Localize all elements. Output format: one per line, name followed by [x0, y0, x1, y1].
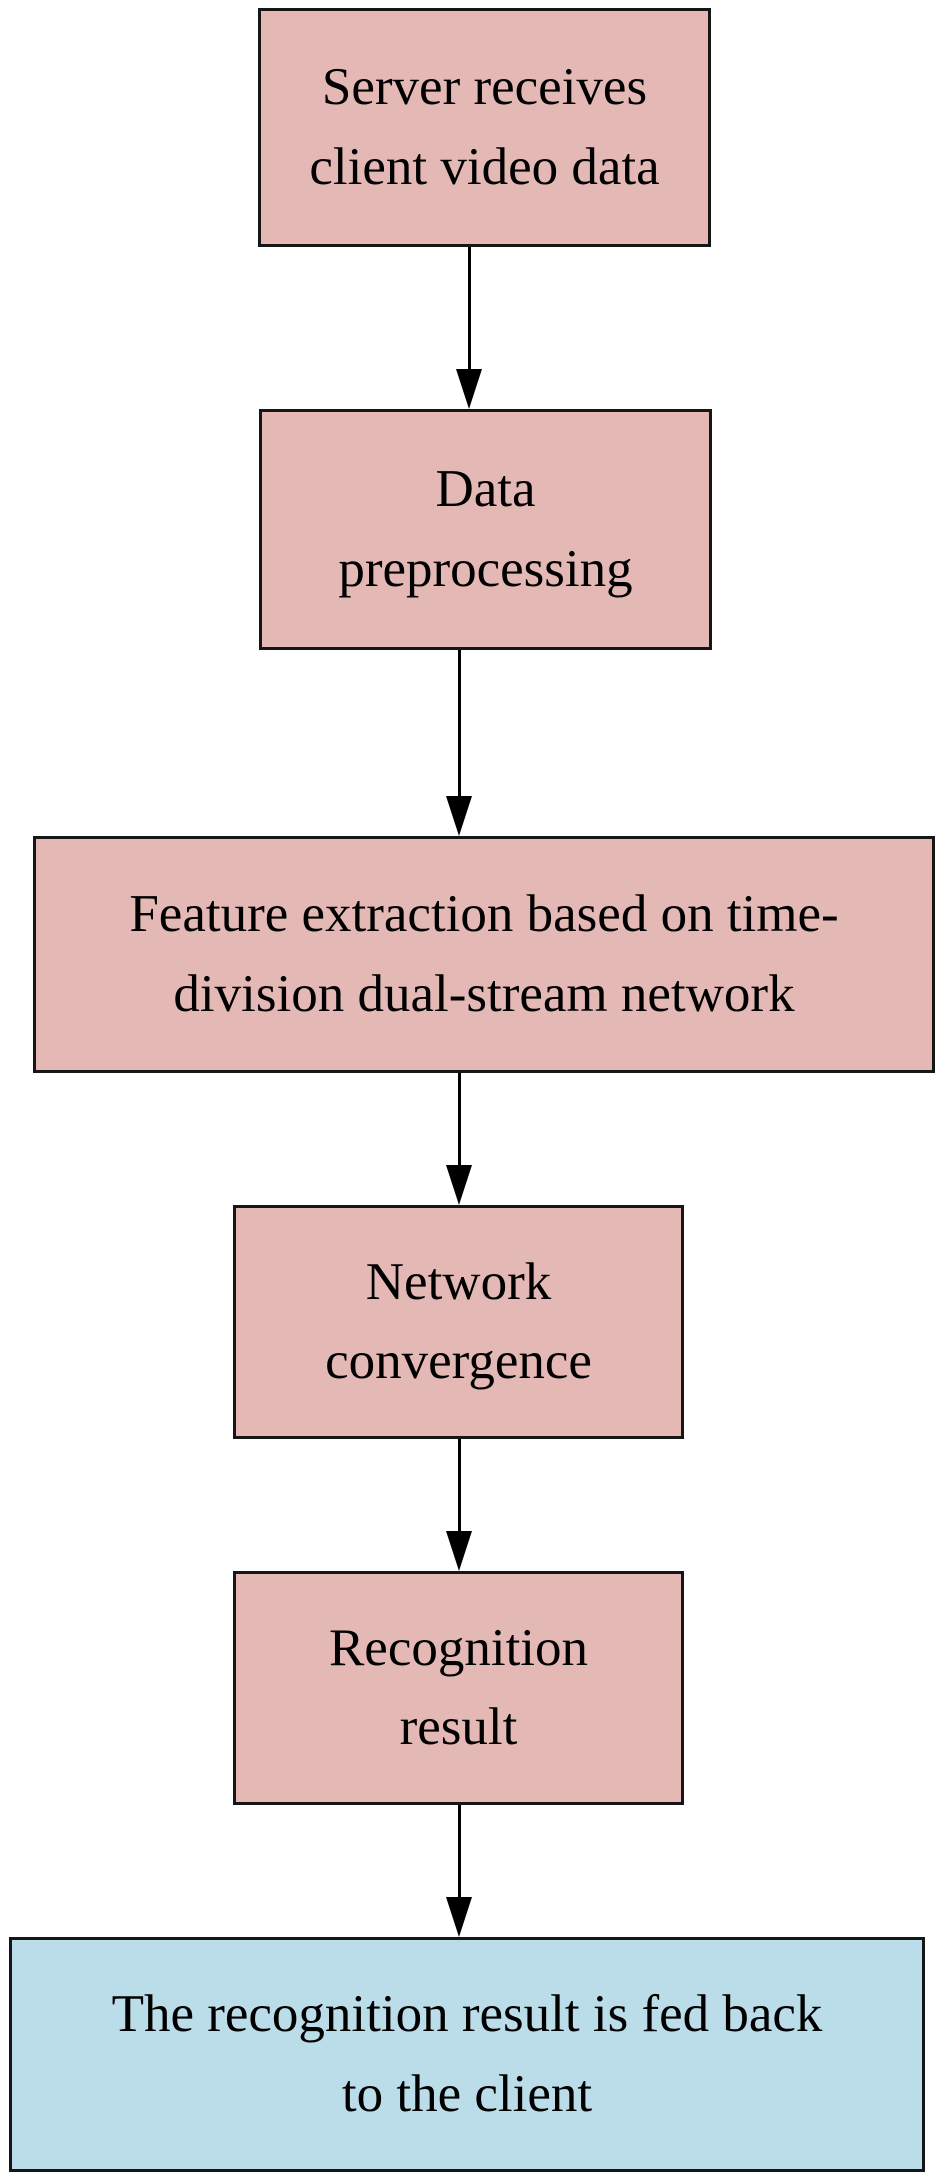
arrow-head-icon — [446, 1531, 472, 1571]
arrow-shaft — [457, 1439, 461, 1535]
arrow-head-icon — [456, 369, 482, 409]
arrow-shaft — [457, 650, 461, 800]
arrow-head-icon — [446, 796, 472, 836]
arrow-shaft — [467, 247, 471, 373]
flow-node-feature-extraction-label: Feature extraction based on time- divisi… — [129, 885, 839, 1023]
flow-node-server-receives: Server receives client video data — [258, 8, 711, 247]
flow-node-recognition-result: Recognition result — [233, 1571, 684, 1805]
flow-node-network-convergence-label: Network convergence — [325, 1252, 592, 1391]
flow-node-server-receives-label: Server receives client video data — [309, 58, 660, 196]
arrow-shaft — [457, 1805, 461, 1901]
flow-node-recognition-result-label: Recognition result — [328, 1618, 589, 1757]
flow-node-feedback-to-client: The recognition result is fed back to th… — [9, 1937, 925, 2172]
flow-node-feedback-to-client-label: The recognition result is fed back to th… — [111, 1985, 823, 2123]
flow-node-data-preprocessing-label: Data preprocessing — [338, 460, 633, 598]
arrow-head-icon — [446, 1165, 472, 1205]
flow-node-data-preprocessing: Data preprocessing — [259, 409, 712, 650]
flow-node-network-convergence: Network convergence — [233, 1205, 684, 1439]
arrow-shaft — [457, 1073, 461, 1169]
arrow-head-icon — [446, 1897, 472, 1937]
flow-node-feature-extraction: Feature extraction based on time- divisi… — [33, 836, 935, 1073]
